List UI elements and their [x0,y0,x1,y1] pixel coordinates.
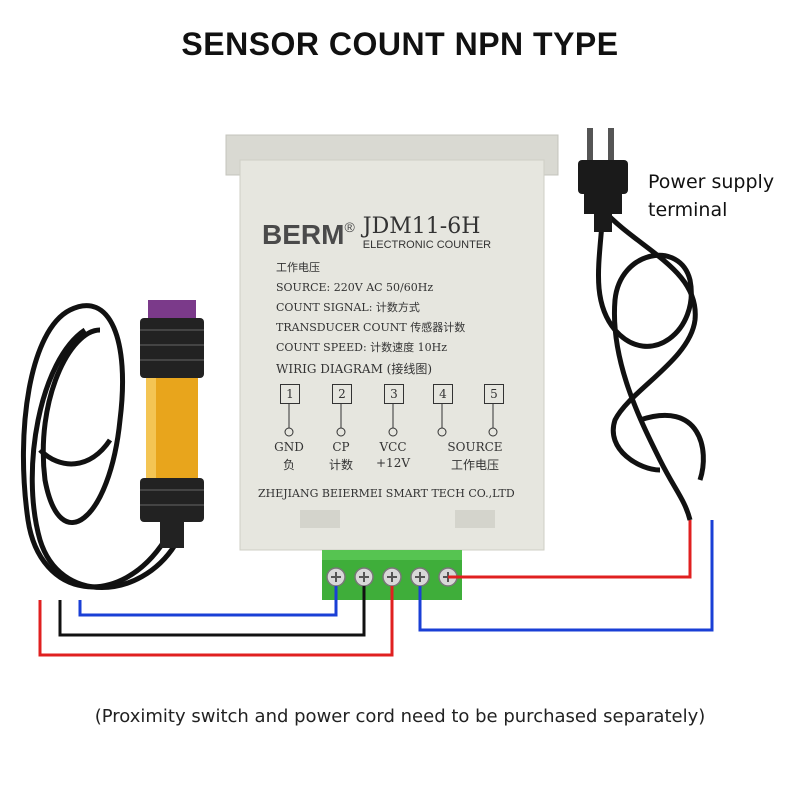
proximity-sensor [140,300,204,548]
purchase-note: (Proximity switch and power cord need to… [94,706,706,727]
terminal-diagram: 1 2 3 4 5 GND 负 CP 计数 VCC +12V SOURCE 工作… [270,384,520,484]
counter-housing [225,134,559,551]
power-supply-label-line2: terminal [648,199,728,221]
model-number: JDM11-6H [362,214,481,239]
power-plug [578,128,628,232]
wiring-heading: WIRIG DIAGRAM (接线图) [276,362,433,376]
manufacturer-text: ZHEJIANG BEIERMEI SMART TECH CO.,LTD [258,487,515,500]
device-face: BERM ® JDM11-6H ELECTRONIC COUNTER [262,214,542,251]
terminal-number-5: 5 [484,384,504,404]
sensor-wires [38,586,394,657]
terminal-sub-gnd: 负 [282,458,295,472]
terminal-label-cp: CP [332,440,350,454]
power-wires [418,520,714,632]
spec-line: COUNT SIGNAL: 计数方式 [276,301,420,314]
terminal-number-2: 2 [332,384,352,404]
spec-line: 工作电压 [276,261,320,274]
red-wire-vcc [38,586,394,657]
terminal-label-gnd: GND [274,440,304,454]
terminal-sub-vcc: +12V [376,456,410,470]
power-cord-coil [596,208,706,521]
diagram-title: SENSOR COUNT NPN TYPE [181,26,619,62]
power-supply-label-line1: Power supply [648,171,775,193]
black-wire-cp [58,586,366,637]
spec-line: SOURCE: 220V AC 50/60Hz [276,281,434,294]
spec-line: COUNT SPEED: 计数速度 10Hz [276,341,448,354]
blue-wire-gnd [78,586,338,617]
terminal-number-3: 3 [384,384,404,404]
terminal-number-4: 4 [433,384,453,404]
spec-line: TRANSDUCER COUNT 传感器计数 [276,321,466,334]
red-wire-power [448,520,692,579]
terminal-block [322,550,462,600]
terminal-sub-cp: 计数 [328,458,353,472]
spec-text: 工作电压 SOURCE: 220V AC 50/60Hz COUNT SIGNA… [276,258,465,358]
device-subtitle: ELECTRONIC COUNTER [362,239,492,251]
registered-mark: ® [344,219,355,235]
terminal-label-source: SOURCE [447,440,503,454]
blue-wire-power [418,520,714,632]
terminal-sub-source: 工作电压 [450,458,499,472]
terminal-label-vcc: VCC [379,440,407,454]
terminal-connectors [284,404,498,437]
brand-logo: BERM [262,219,345,250]
sensor-cable-coil [20,303,178,590]
terminal-number-1: 1 [280,384,300,404]
